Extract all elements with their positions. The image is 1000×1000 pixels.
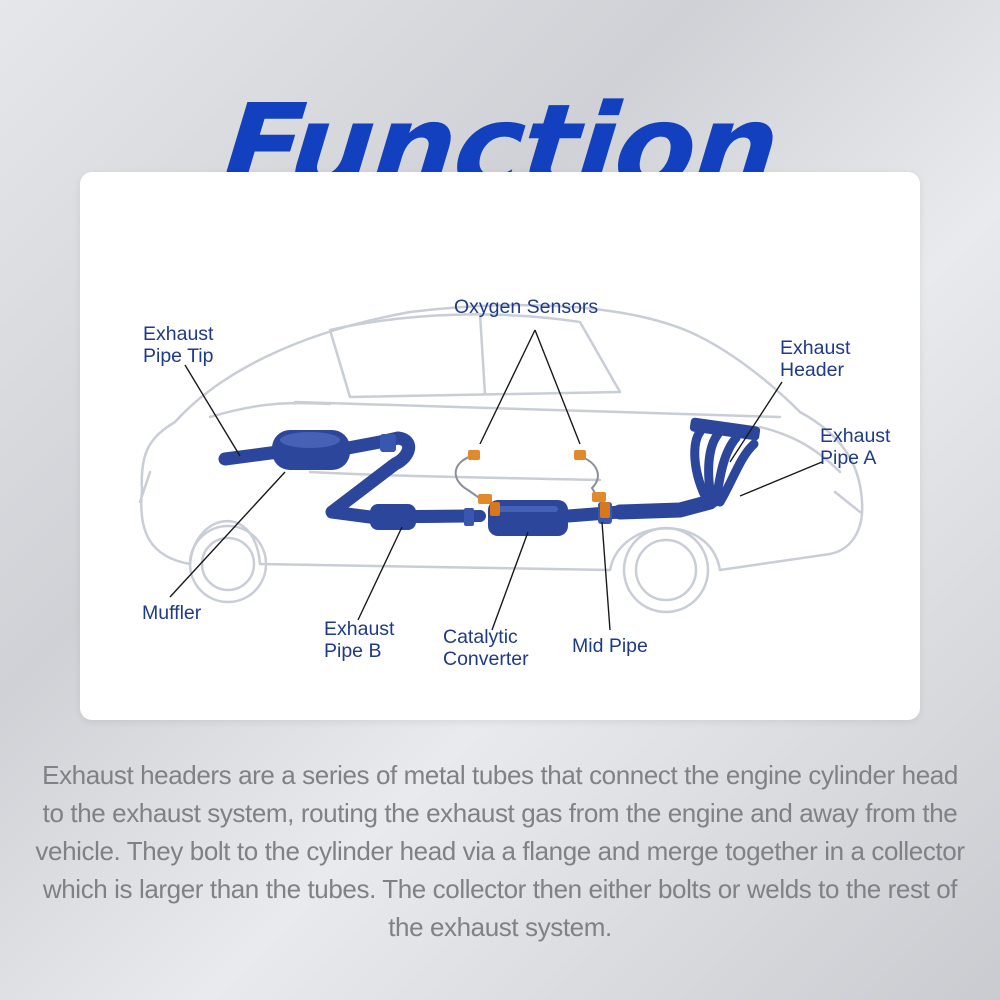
leader-exhaust-pipe-b [357,526,403,621]
oxygen-sensor-2 [574,450,610,518]
exhaust-pipe-b-part [325,431,475,524]
label-exhaust-pipe-b: Exhaust Pipe B [324,618,395,662]
leader-exhaust-pipe-tip [184,364,241,457]
leader-lines [169,329,823,631]
label-mid-pipe: Mid Pipe [572,635,648,657]
exhaust-system [218,417,761,536]
label-muffler: Muffler [142,602,202,624]
label-catalytic-converter: Catalytic Converter [443,626,529,670]
exhaust-diagram [138,303,864,631]
leader-exhaust-header [729,381,783,463]
leader-oxygen-sensors-right [534,329,581,445]
mid-pipe-part [561,505,627,523]
exhaust-pipe-a-part [612,494,718,520]
resonator-part [370,504,416,530]
label-exhaust-pipe-tip: Exhaust Pipe Tip [143,323,214,367]
description-text: Exhaust headers are a series of metal tu… [35,760,965,942]
exhaust-header-part [690,427,759,507]
label-oxygen-sensors: Oxygen Sensors [454,296,599,318]
leader-exhaust-pipe-a [739,461,823,497]
leader-catalytic-converter [491,531,529,631]
exhaust-pipe-tip-part [218,445,285,466]
label-exhaust-header: Exhaust Header [780,337,851,381]
car-outline [138,303,864,614]
leader-muffler [169,471,286,598]
leader-oxygen-sensors-left [479,329,536,445]
oxygen-sensor-1 [454,450,500,516]
label-exhaust-pipe-a: Exhaust Pipe A [820,425,891,469]
leader-mid-pipe [601,521,611,631]
diagram-card: Exhaust Pipe Tip Oxygen Sensors Exhaust … [80,172,920,720]
